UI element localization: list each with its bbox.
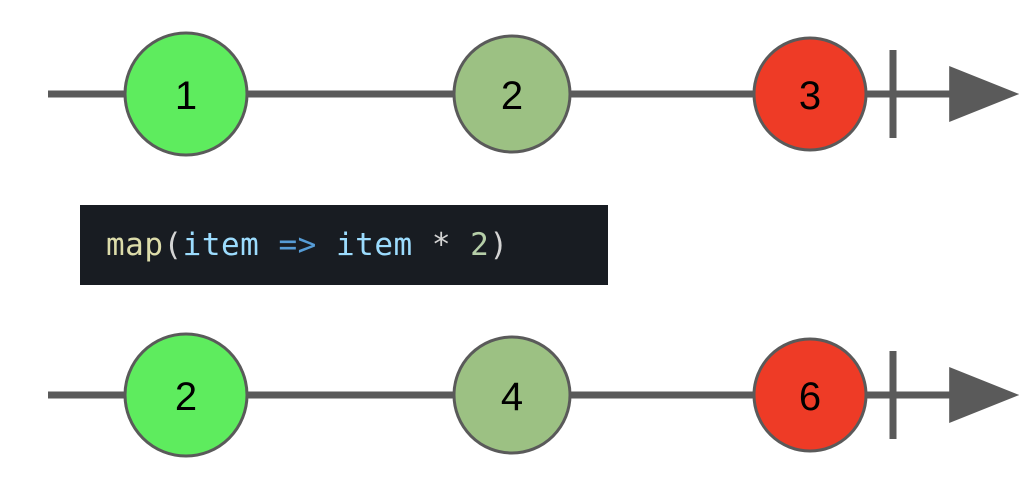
code-token-body-var: item <box>336 226 413 263</box>
code-token-number: 2 <box>470 226 490 263</box>
marble-circle <box>752 337 868 453</box>
code-token-open-paren: ( <box>163 226 183 263</box>
operator-code-block[interactable]: map(item => item * 2) <box>80 205 608 285</box>
code-token-close-paren: ) <box>489 226 509 263</box>
marble-value-label: 4 <box>501 375 523 419</box>
code-token-space-4 <box>451 227 470 263</box>
marble-circle <box>123 332 249 458</box>
code-token-param: item <box>182 226 260 263</box>
code-token-arrow: => <box>278 226 317 263</box>
source-marble-1[interactable]: 1 <box>123 31 249 157</box>
marble-circle <box>123 31 249 157</box>
source-marble-2[interactable]: 2 <box>452 34 572 154</box>
marble-value-label: 3 <box>799 74 821 118</box>
marble-value-label: 2 <box>501 74 523 118</box>
source-marble-3[interactable]: 3 <box>752 36 868 152</box>
marble-circle <box>452 335 572 455</box>
marble-value-label: 2 <box>175 375 197 419</box>
result-marble-2[interactable]: 4 <box>452 335 572 455</box>
marble-circle <box>452 34 572 154</box>
operator-code-line: map(item => item * 2) <box>106 226 509 263</box>
result-marble-1[interactable]: 2 <box>123 332 249 458</box>
marble-value-label: 1 <box>175 74 197 118</box>
code-token-multiply: * <box>431 226 451 263</box>
code-token-space-2 <box>317 227 336 263</box>
result-marble-3[interactable]: 6 <box>752 337 868 453</box>
code-token-space-3 <box>413 227 432 263</box>
code-token-space-1 <box>259 227 278 263</box>
marble-value-label: 6 <box>799 375 821 419</box>
result-timeline-group: 2 4 6 <box>48 332 1020 458</box>
source-timeline-group: 1 2 3 <box>48 31 1020 157</box>
code-token-function: map <box>106 226 164 263</box>
marble-circle <box>752 36 868 152</box>
